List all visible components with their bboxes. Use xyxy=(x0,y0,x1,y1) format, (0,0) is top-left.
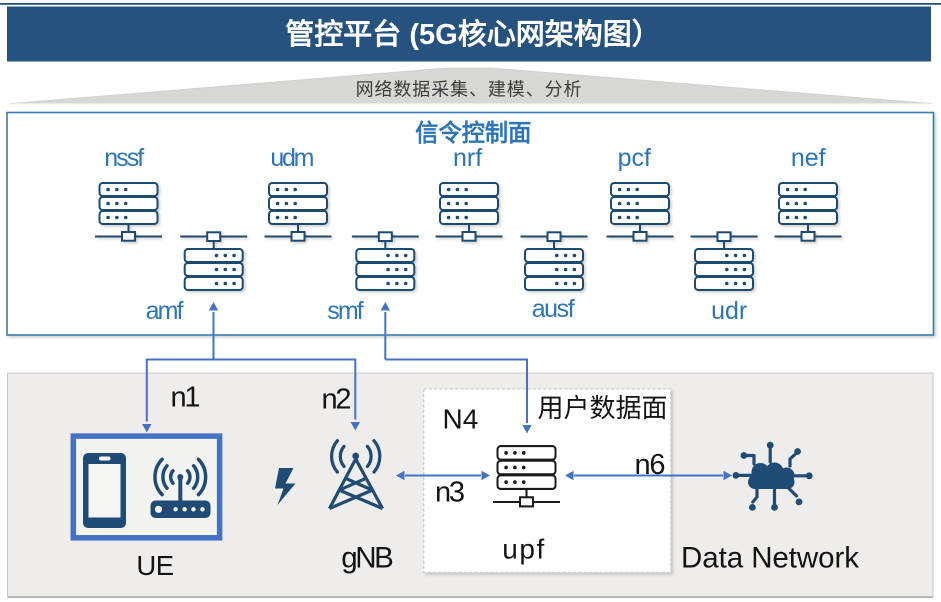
svg-text:UE: UE xyxy=(136,550,173,581)
svg-text:n1: n1 xyxy=(171,382,201,414)
svg-text:nrf: nrf xyxy=(453,144,482,172)
svg-text:n3: n3 xyxy=(435,477,465,509)
svg-text:nssf: nssf xyxy=(104,144,144,172)
svg-text:信令控制面: 信令控制面 xyxy=(415,119,531,147)
svg-text:amf: amf xyxy=(146,297,184,325)
svg-text:gNB: gNB xyxy=(341,542,394,575)
svg-text:网络数据采集、建模、分析: 网络数据采集、建模、分析 xyxy=(356,80,583,100)
svg-text:n6: n6 xyxy=(635,449,666,481)
svg-text:Data Network: Data Network xyxy=(681,542,859,575)
svg-text:ausf: ausf xyxy=(532,295,575,323)
svg-text:用户数据面: 用户数据面 xyxy=(537,393,667,423)
svg-text:upf: upf xyxy=(502,534,544,565)
svg-text:udm: udm xyxy=(270,144,314,172)
svg-text:N4: N4 xyxy=(443,404,479,435)
svg-text:pcf: pcf xyxy=(618,144,651,172)
svg-text:udr: udr xyxy=(711,297,747,325)
svg-text:smf: smf xyxy=(327,297,364,325)
svg-text:nef: nef xyxy=(791,144,826,172)
svg-text:管控平台 (5G核心网架构图）: 管控平台 (5G核心网架构图） xyxy=(285,17,660,51)
svg-text:n2: n2 xyxy=(322,384,352,416)
